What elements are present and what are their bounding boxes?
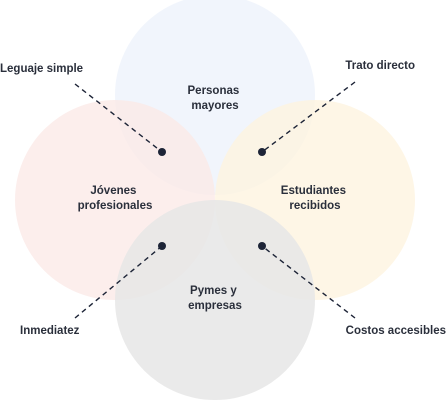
- connector-bottom-left: [74, 245, 163, 319]
- circle-pymes-empresas: [115, 200, 315, 400]
- callout-costos-accesibles: Costos accesibles: [346, 325, 446, 337]
- connector-top-right: [261, 81, 356, 153]
- label-personas-mayores-line2: mayores: [191, 100, 238, 112]
- label-estudiantes-recibidos-line1: Estudiantes: [281, 185, 346, 197]
- label-jovenes-profesionales-line1: Jóvenes: [90, 185, 136, 197]
- label-pymes-empresas-line2: empresas: [188, 300, 242, 312]
- label-estudiantes-recibidos: Estudiantes recibidos: [281, 185, 349, 212]
- dot-bottom-right: [258, 242, 266, 250]
- callout-inmediatez: Inmediatez: [20, 325, 80, 337]
- label-personas-mayores: Personas mayores: [188, 85, 243, 112]
- circle-labels: Personas mayores Jóvenes profesionales E…: [78, 85, 349, 312]
- connectors-layer: [74, 81, 356, 319]
- callout-leguaje-simple: Leguaje simple: [0, 63, 83, 75]
- label-jovenes-profesionales-line2: profesionales: [78, 200, 153, 212]
- connector-top-left: [74, 83, 163, 153]
- callout-labels: Leguaje simple Trato directo Inmediatez …: [0, 60, 446, 337]
- label-personas-mayores-line1: Personas: [188, 85, 240, 97]
- dot-bottom-left: [158, 242, 166, 250]
- dot-top-right: [258, 148, 266, 156]
- label-pymes-empresas: Pymes y empresas: [188, 285, 242, 312]
- label-pymes-empresas-line1: Pymes y: [190, 285, 237, 297]
- connector-bottom-right: [261, 245, 356, 319]
- callout-trato-directo: Trato directo: [345, 60, 415, 72]
- dots-layer: [158, 148, 266, 250]
- label-jovenes-profesionales: Jóvenes profesionales: [78, 185, 153, 212]
- dot-top-left: [158, 148, 166, 156]
- label-estudiantes-recibidos-line2: recibidos: [289, 200, 340, 212]
